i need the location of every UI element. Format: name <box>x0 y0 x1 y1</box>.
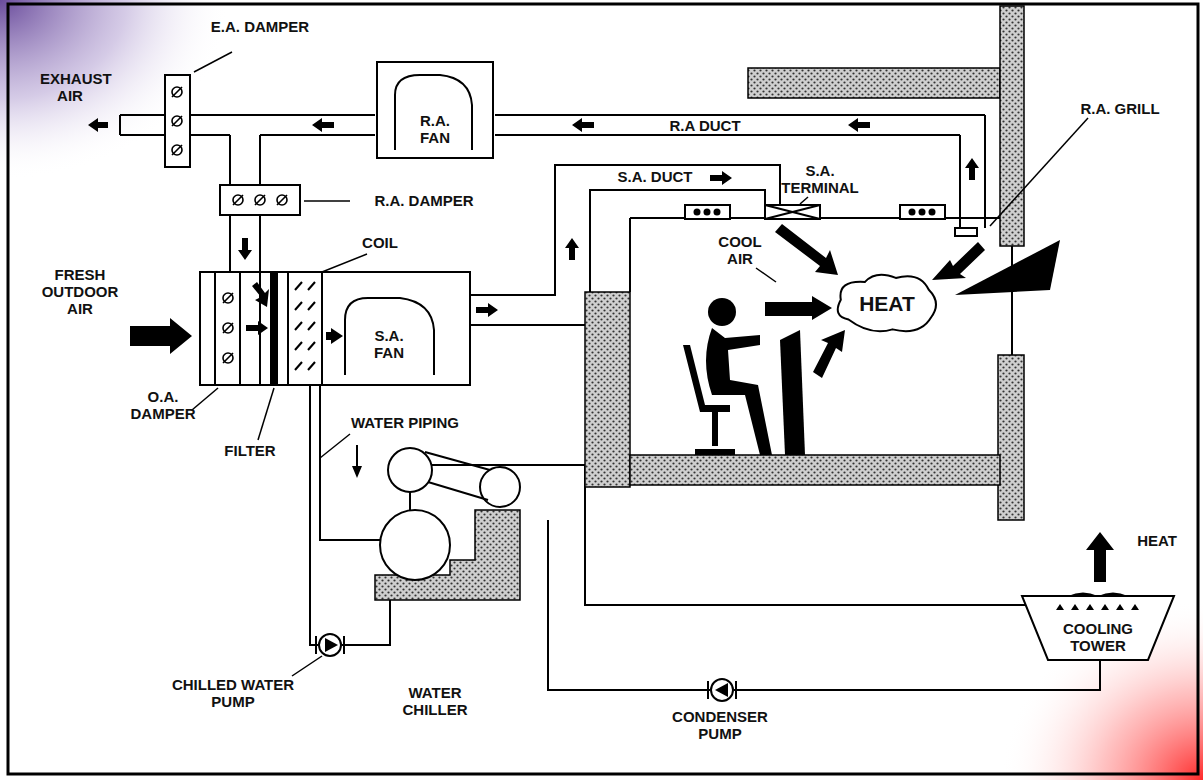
part-label: O.A. DAMPER <box>118 388 208 422</box>
part-label: FILTER <box>210 442 290 459</box>
heat-cloud: HEAT <box>832 270 942 336</box>
part-label: R.A. GRILL <box>1060 100 1180 117</box>
part-label: COIL <box>350 234 410 251</box>
fan-unit: R.A. FAN <box>376 61 494 159</box>
part-label: HEAT <box>1122 532 1192 549</box>
cooling-tower: COOLING TOWER <box>1020 592 1176 662</box>
part-label: WATER PIPING <box>340 414 470 431</box>
node-texts: HEAT <box>837 292 937 315</box>
node-texts: R.A. FAN <box>405 112 465 146</box>
part-label: S.A. TERMINAL <box>780 162 860 196</box>
node-texts: S.A. FAN <box>364 327 414 361</box>
part-label: FRESH OUTDOOR AIR <box>30 266 130 317</box>
node-label: S.A. FAN <box>364 327 414 361</box>
part-label: CONDENSER PUMP <box>660 708 780 742</box>
node-label: R.A. FAN <box>405 112 465 146</box>
part-label: WATER CHILLER <box>385 684 485 718</box>
fan-unit: S.A. FAN <box>346 305 432 373</box>
part-label: E.A. DAMPER <box>200 18 320 35</box>
part-label: R.A. DAMPER <box>354 192 494 209</box>
node-label: COOLING TOWER <box>1053 620 1143 654</box>
node-label: HEAT <box>837 292 937 315</box>
part-label: EXHAUST AIR <box>40 70 100 104</box>
part-label: R.A DUCT <box>640 117 770 134</box>
part-label: CHILLED WATER PUMP <box>168 676 298 710</box>
part-label: S.A. DUCT <box>600 168 710 185</box>
part-label: COOL AIR <box>705 233 775 267</box>
node-texts: COOLING TOWER <box>1053 620 1143 654</box>
